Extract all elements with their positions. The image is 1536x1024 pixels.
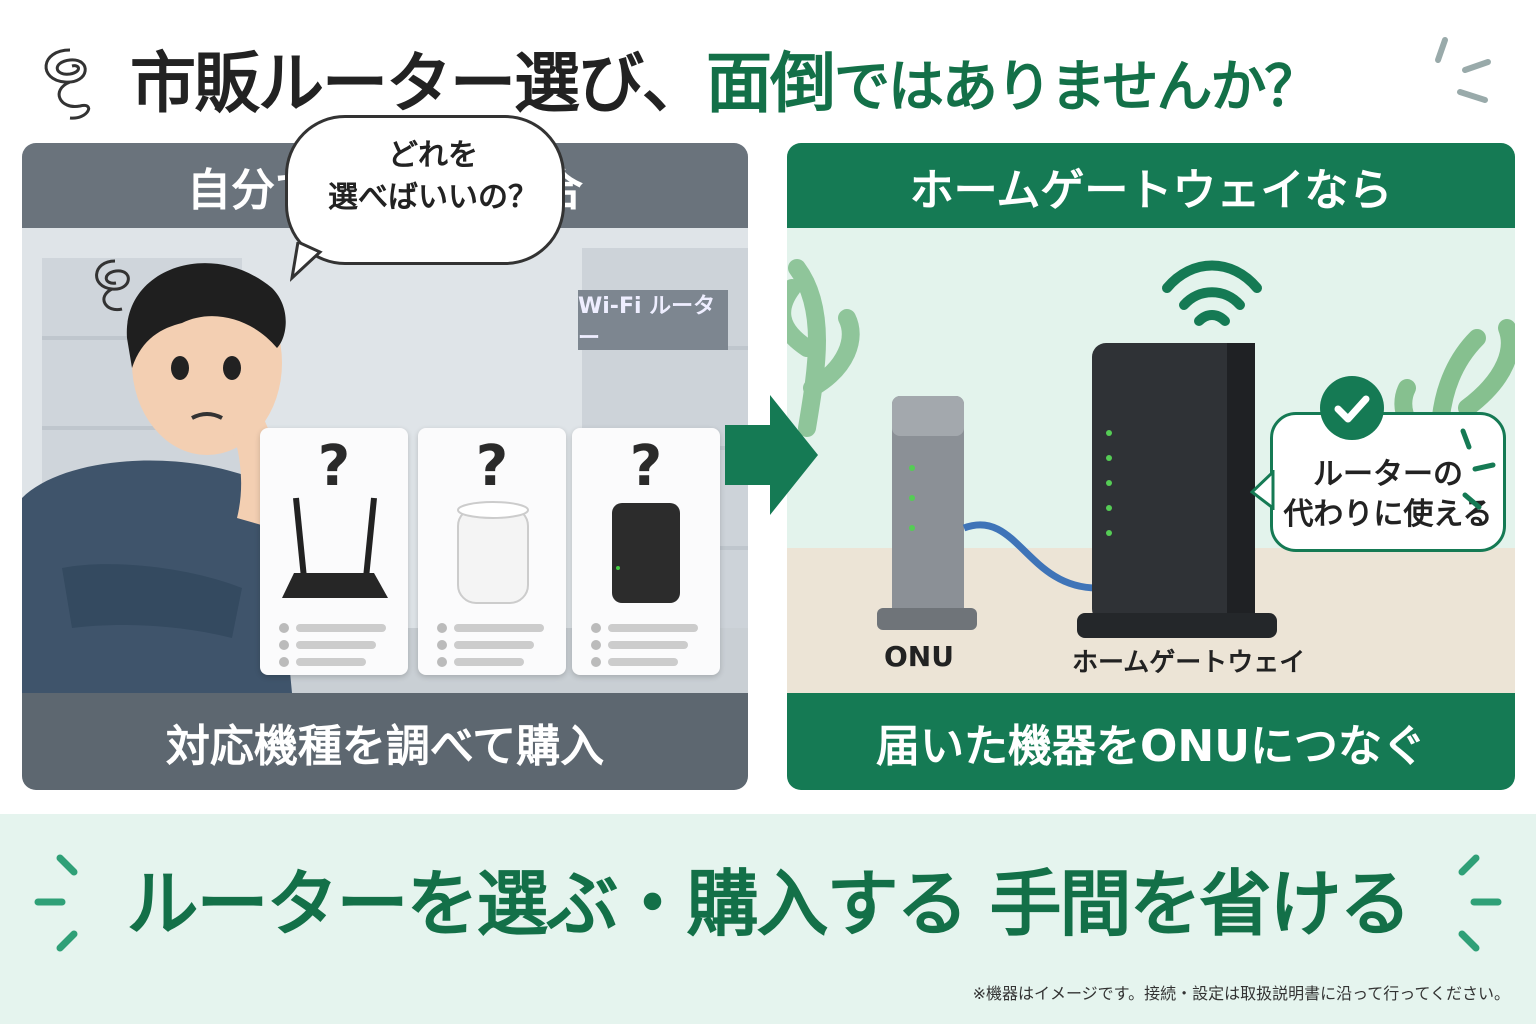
- arrow-right-icon: [725, 395, 818, 515]
- speech-bubble-tail: [290, 242, 323, 282]
- check-icon: [1320, 376, 1384, 440]
- stress-scribble-icon: [44, 48, 91, 120]
- headline-emphasis: 面倒: [706, 45, 836, 122]
- benefit-line1: ルーターの: [1313, 457, 1463, 492]
- accent-lines-icon: [1460, 428, 1496, 510]
- wifi-icon: [1162, 260, 1262, 326]
- stress-scribble-icon: [95, 259, 130, 312]
- speech-bubble: [285, 115, 565, 265]
- disclaimer: ※機器はイメージです。接続・設定は取扱説明書に沿って行ってください。: [972, 984, 1510, 1003]
- accent-lines-icon: [1435, 37, 1491, 103]
- router-antenna-icon: [282, 497, 388, 598]
- question-mark: ?: [317, 434, 351, 499]
- speech-bubble-text: どれを 選べばいいの？: [318, 135, 548, 219]
- question-mark: ?: [475, 434, 509, 499]
- onu-label: ONU: [884, 640, 954, 673]
- product-card: ?: [572, 428, 720, 675]
- speech-bubble-line2: 選べばいいの？: [328, 180, 538, 215]
- spec-list-icon: [437, 623, 544, 667]
- benefit-bubble: [1270, 412, 1506, 552]
- product-card: ?: [260, 428, 408, 675]
- left-panel-footer: 対応機種を調べて購入: [22, 693, 748, 790]
- store-sign: Wi-Fi ルーター: [578, 290, 728, 351]
- right-panel-footer: 届いた機器をONUにつなぐ: [787, 693, 1515, 790]
- spec-list-icon: [279, 623, 386, 667]
- accent-lines-icon: [34, 854, 78, 952]
- tagline: ルーターを選ぶ・購入する 手間を省ける: [126, 862, 1411, 946]
- question-mark: ?: [629, 434, 663, 499]
- benefit-line2: 代わりに使える: [1283, 497, 1493, 532]
- person-hair: [126, 263, 286, 368]
- spec-list-icon: [591, 623, 698, 667]
- benefit-bubble-tail: [1250, 470, 1275, 510]
- headline-text: 市販ルーター選び、面倒ではありませんか？: [130, 30, 1320, 126]
- bottom-band: [0, 814, 1536, 1024]
- product-card: ?: [418, 428, 566, 675]
- mesh-router-icon: [457, 501, 529, 604]
- right-panel-header: ホームゲートウェイなら: [787, 143, 1515, 228]
- speech-bubble-line1: どれを: [388, 138, 478, 173]
- headline-part1: 市販ルーター選び、: [130, 45, 708, 122]
- gateway-label: ホームゲートウェイ: [1072, 648, 1306, 678]
- headline: 市販ルーター選び、面倒ではありませんか？: [0, 0, 1536, 140]
- tower-router-icon: [612, 503, 680, 603]
- headline-part3: ではありませんか？: [834, 55, 1320, 120]
- benefit-text: ルーターの 代わりに使える: [1280, 455, 1496, 535]
- accent-lines-icon: [1458, 854, 1502, 952]
